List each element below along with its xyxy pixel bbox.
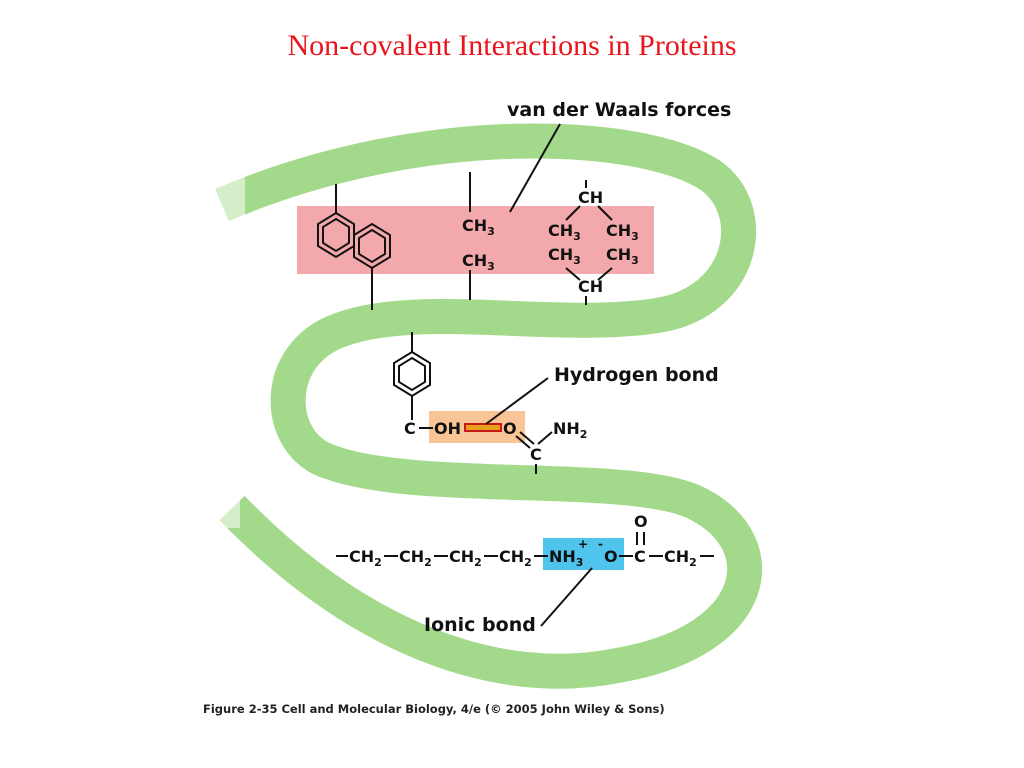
svg-text:CH2: CH2 <box>399 547 432 569</box>
vdw-leader-line <box>509 123 561 213</box>
ionic-box <box>543 538 624 570</box>
ch2-label: CH2 <box>664 547 697 569</box>
ionic-leader-line <box>540 567 593 627</box>
phenyl-ring-3 <box>393 350 431 398</box>
svg-text:CH2: CH2 <box>349 547 382 569</box>
figure-caption: Figure 2-35 Cell and Molecular Biology, … <box>203 702 665 716</box>
slide-title: Non-covalent Interactions in Proteins <box>287 29 737 62</box>
c-label: C <box>530 445 542 464</box>
protein-backbone <box>215 123 763 689</box>
svg-text:CH2: CH2 <box>499 547 532 569</box>
ch3-label: CH3 <box>548 221 581 243</box>
oh-label: OH <box>434 419 461 438</box>
o-label: O <box>503 419 517 438</box>
hbond-label: Hydrogen bond <box>554 364 719 386</box>
minus-charge: - <box>598 537 603 551</box>
ch3-label: CH3 <box>462 251 495 273</box>
ionic-label: Ionic bond <box>424 614 536 636</box>
c-label: C <box>404 419 416 438</box>
nh2-label: NH2 <box>553 419 587 441</box>
ch-label: CH <box>578 188 603 207</box>
hbond-line <box>464 423 502 432</box>
ch3-label: CH3 <box>606 221 639 243</box>
phenyl-ring-1 <box>317 211 355 259</box>
o-label: O <box>634 512 648 531</box>
phenyl-ring-2 <box>353 222 391 270</box>
hbond-leader-line <box>485 377 549 425</box>
vdw-label: van der Waals forces <box>507 99 731 121</box>
plus-charge: + <box>578 537 588 551</box>
ch3-label: CH3 <box>606 245 639 267</box>
o-label: O <box>604 547 618 566</box>
c-label: C <box>634 547 646 566</box>
svg-text:CH2: CH2 <box>449 547 482 569</box>
vdw-box <box>297 206 654 274</box>
ch3-label: CH3 <box>548 245 581 267</box>
aliphatic-chain: CH2 CH2 CH2 CH2 <box>336 547 548 569</box>
nh3-label: NH3 <box>549 547 583 569</box>
ch3-label: CH3 <box>462 216 495 238</box>
ch-label: CH <box>578 277 603 296</box>
